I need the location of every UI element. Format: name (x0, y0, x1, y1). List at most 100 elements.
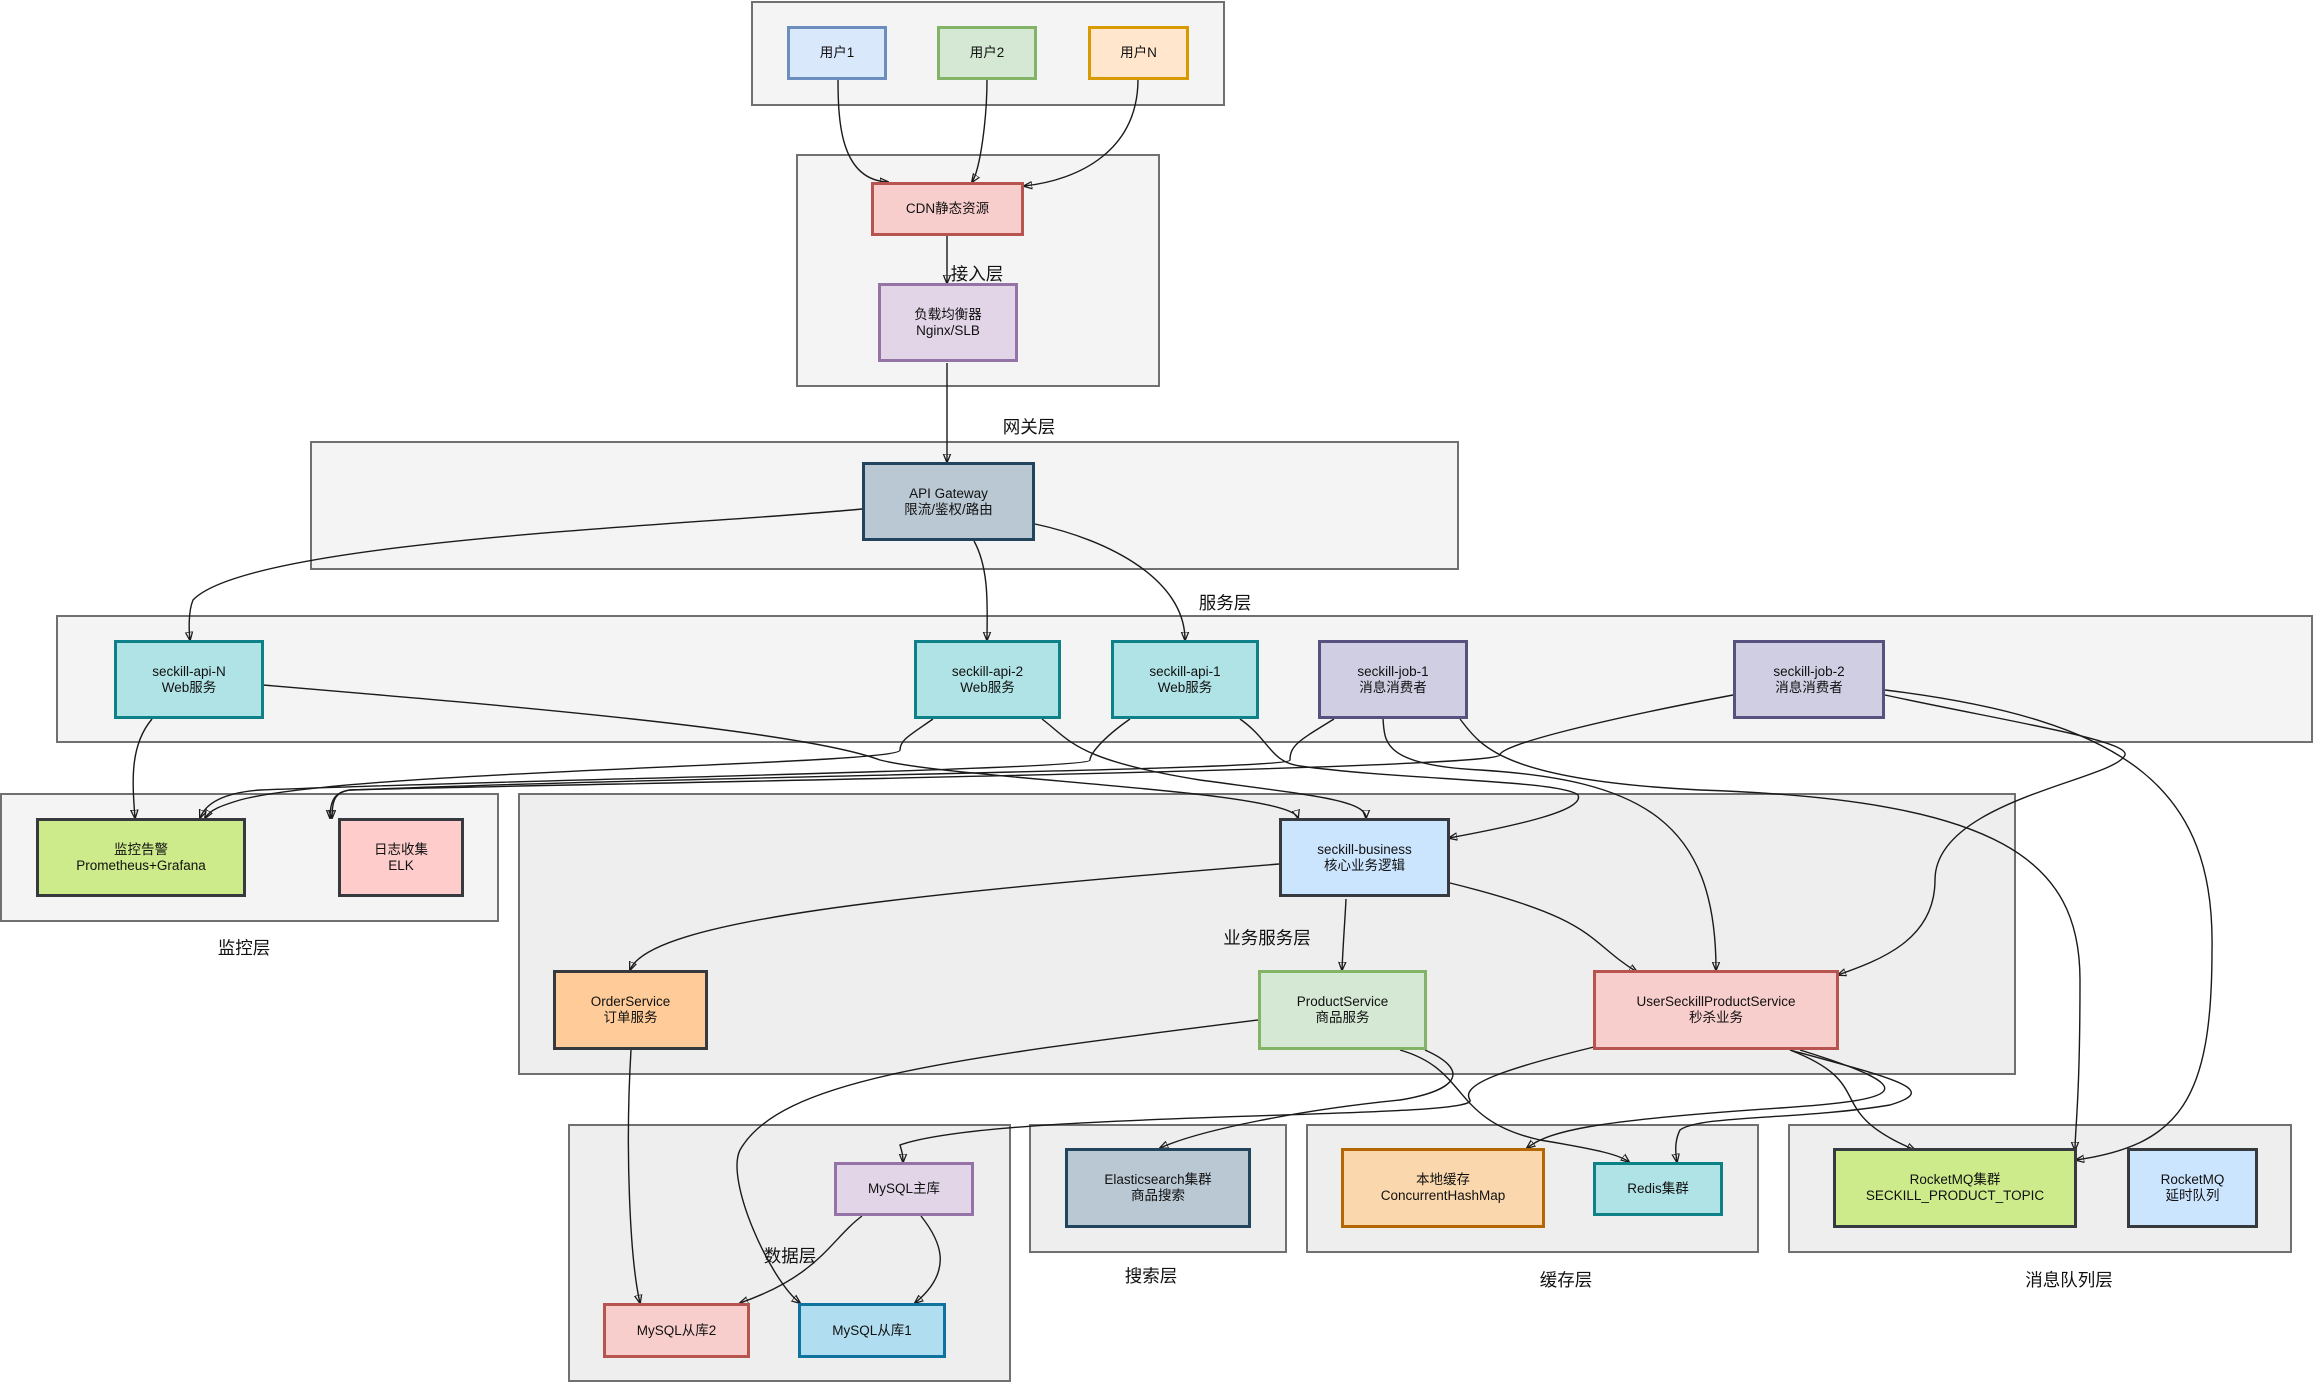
edge-job2-log (330, 694, 1734, 818)
node-subtitle: Web服务 (1157, 679, 1213, 695)
data-layer-label: 数据层 (763, 1246, 817, 1266)
redis-cluster-node[interactable]: Redis集群 (1593, 1162, 1723, 1216)
edge-userseckill-master (900, 1046, 1595, 1162)
edge-user2-cdn (972, 78, 988, 182)
node-title: seckill-job-2 (1773, 663, 1845, 679)
access-layer-label: 接入层 (950, 264, 1004, 284)
node-title: Redis集群 (1627, 1181, 1689, 1196)
edge-master-slave1 (915, 1215, 941, 1303)
node-title: MySQL从库1 (832, 1322, 912, 1338)
edge-job2-rocketmq (1884, 689, 2213, 1160)
edge-job1-rocketmq (1459, 718, 2081, 1150)
edge-apin-business (262, 684, 1298, 818)
node-subtitle: ELK (388, 857, 414, 873)
edge-business-product (1342, 898, 1346, 970)
node-title: OrderService (590, 994, 671, 1009)
node-title: MySQL从库2 (636, 1322, 717, 1338)
mq-layer-label: 消息队列层 (2025, 1270, 2113, 1290)
node-subtitle: 订单服务 (603, 1010, 658, 1025)
mysql-master-node[interactable]: MySQL主库 (834, 1162, 974, 1216)
edge-api2-monitor (205, 718, 934, 818)
node-title: seckill-business (1317, 841, 1412, 857)
edge-business-order (630, 863, 1280, 970)
node-title: ProductService (1296, 994, 1389, 1009)
edge-api1-monitor (200, 718, 1131, 818)
edge-job1-userseckill (1382, 718, 1716, 970)
search-layer-label: 搜索层 (1124, 1266, 1178, 1286)
edge-order-slave2 (627, 1049, 640, 1303)
edge-apin-monitor (133, 718, 153, 818)
edge-product-redis (1399, 1049, 1629, 1162)
edge-userseckill-redis (1676, 1049, 1912, 1162)
edge-job2-userseckill (1838, 694, 2126, 975)
edge-job1-log (332, 718, 1335, 818)
node-title: 监控告警 (114, 841, 168, 857)
node-title: 用户2 (969, 45, 1005, 60)
node-title: Elasticsearch集群 (1104, 1172, 1212, 1187)
user-2-node[interactable]: 用户2 (937, 26, 1037, 80)
edge-api1-business (1239, 718, 1580, 838)
node-title: 用户1 (819, 45, 855, 60)
monitor-layer-label: 监控层 (217, 938, 271, 958)
node-subtitle: Web服务 (960, 679, 1015, 695)
edge-gateway-api1 (1034, 523, 1185, 640)
edge-userseckill-rocketmq (1789, 1049, 1915, 1150)
node-subtitle: Prometheus+Grafana (76, 857, 206, 873)
edge-api2-business (1041, 718, 1366, 818)
node-subtitle: 商品服务 (1315, 1010, 1370, 1025)
elasticsearch-node[interactable]: Elasticsearch集群商品搜索 (1065, 1148, 1251, 1228)
node-title: UserSeckillProductService (1636, 994, 1796, 1009)
user-1-node[interactable]: 用户1 (787, 26, 887, 80)
mysql-slave-1-node[interactable]: MySQL从库1 (798, 1303, 946, 1358)
node-title: 负载均衡器 (914, 306, 982, 322)
node-subtitle: Nginx/SLB (916, 322, 980, 338)
node-title: seckill-job-1 (1357, 663, 1429, 679)
edge-usern-cdn (1024, 78, 1139, 186)
node-subtitle: 消息消费者 (1359, 679, 1427, 695)
node-title: 用户N (1120, 45, 1157, 60)
node-subtitle: 限流/鉴权/路由 (904, 501, 993, 517)
node-subtitle: 核心业务逻辑 (1324, 857, 1405, 873)
edge-product-localcache (1160, 1049, 1454, 1148)
cache-layer-label: 缓存层 (1539, 1270, 1593, 1290)
node-title: RocketMQ集群 (1909, 1172, 2001, 1187)
node-title: seckill-api-2 (951, 663, 1024, 679)
node-subtitle: 消息消费者 (1775, 679, 1843, 695)
user-n-node[interactable]: 用户N (1088, 26, 1189, 80)
node-title: seckill-api-1 (1149, 663, 1221, 679)
node-subtitle: 秒杀业务 (1689, 1010, 1743, 1025)
mysql-slave-2-node[interactable]: MySQL从库2 (603, 1303, 750, 1358)
node-title: API Gateway (909, 485, 988, 501)
service-layer-label: 服务层 (1198, 593, 1252, 613)
node-subtitle: Web服务 (161, 679, 217, 695)
node-title: 本地缓存 (1416, 1172, 1470, 1187)
node-title: RocketMQ (2160, 1172, 2225, 1187)
business-layer-label: 业务服务层 (1223, 928, 1311, 948)
node-subtitle: ConcurrentHashMap (1380, 1188, 1506, 1203)
edge-business-userseckill (1449, 882, 1637, 972)
edge-master-slave2 (740, 1215, 863, 1303)
cdn-node[interactable]: CDN静态资源 (871, 182, 1024, 236)
edge-gateway-api2 (973, 540, 987, 640)
node-subtitle: 延时队列 (2165, 1188, 2220, 1203)
edge-product-slave1 (736, 1019, 1259, 1303)
node-title: seckill-api-N (152, 663, 226, 679)
edge-gateway-apin (189, 508, 863, 640)
